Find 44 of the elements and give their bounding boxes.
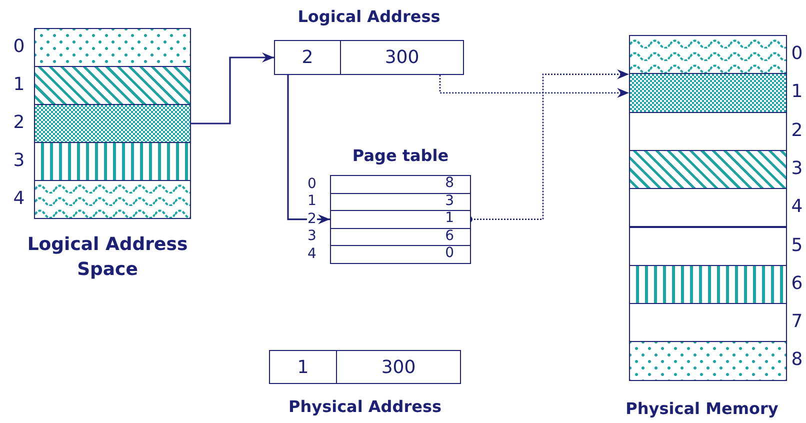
index-number: 4 — [790, 195, 804, 220]
index-number: 3 — [12, 149, 26, 173]
memory-frame — [629, 112, 787, 151]
index-number: 1 — [790, 80, 804, 104]
section-heading: Physical Address — [288, 396, 442, 418]
offset-field: 300 — [340, 40, 464, 75]
dotted-arrow — [439, 75, 629, 98]
memory-frame — [629, 188, 787, 228]
index-number: 0 — [307, 176, 317, 192]
memory-page — [34, 66, 191, 105]
memory-frame — [629, 303, 787, 342]
index-number: 5 — [790, 234, 804, 258]
section-heading: Logical Address — [296, 6, 442, 28]
page-table-row: 1 — [330, 210, 471, 228]
index-number: 3 — [790, 156, 804, 181]
section-heading: Logical Address Space — [26, 233, 189, 282]
memory-frame — [629, 35, 787, 74]
page-table-row: 8 — [330, 175, 471, 194]
memory-page — [34, 104, 191, 143]
page-number-field: 2 — [274, 40, 341, 75]
memory-page — [34, 142, 191, 181]
memory-page — [34, 28, 191, 67]
index-number: 8 — [790, 348, 804, 372]
frame-number-field: 1 — [269, 350, 337, 384]
index-number: 0 — [12, 35, 26, 59]
memory-frame — [629, 226, 787, 266]
memory-page — [34, 180, 191, 219]
offset-field: 300 — [336, 350, 461, 384]
memory-frame — [629, 341, 787, 381]
index-number: 2 — [790, 118, 804, 143]
index-number: 6 — [790, 272, 804, 296]
index-number: 7 — [790, 310, 804, 334]
section-heading: Physical Memory — [624, 398, 780, 420]
memory-frame — [629, 73, 787, 113]
memory-frame — [629, 264, 787, 304]
memory-frame — [629, 150, 787, 190]
arrow — [191, 52, 274, 124]
arrow — [287, 75, 330, 224]
index-number: 2 — [12, 111, 26, 135]
index-number: 1 — [12, 73, 26, 97]
section-heading: Page table — [351, 145, 450, 167]
index-number: 4 — [12, 187, 26, 211]
index-number: 0 — [790, 42, 804, 66]
page-table-row: 0 — [330, 245, 471, 264]
